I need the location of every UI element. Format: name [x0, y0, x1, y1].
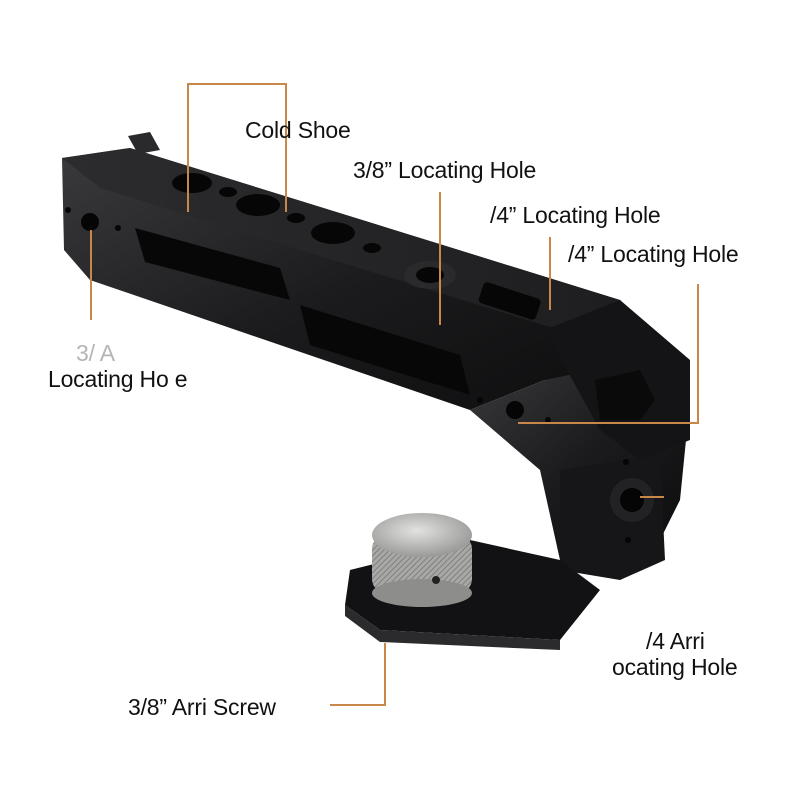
arri-screw-label: 3/8” Arri Screw: [128, 694, 276, 720]
left-locating-hole-line2: Locating Ho e: [48, 366, 188, 392]
top-14-locating-hole-label-b: /4” Locating Hole: [568, 241, 739, 267]
top-38-locating-hole-label: 3/8” Locating Hole: [353, 157, 537, 183]
left-locating-hole-line1: 3/ A: [76, 340, 115, 366]
leader-lines: [90, 83, 699, 706]
arri-locating-hole-label: /4 Arri ocating Hole: [612, 628, 738, 680]
top-holes: [172, 173, 541, 320]
side-holes: [65, 207, 655, 543]
top-14-locating-hole-label-a: /4” Locating Hole: [490, 202, 661, 228]
cold-shoe-label: Cold Shoe: [245, 117, 351, 143]
arri-locating-hole-line2: ocating Hole: [612, 654, 738, 680]
arri-screw-knob: [372, 513, 472, 607]
arri-locating-hole-line1: /4 Arri: [646, 628, 705, 654]
left-locating-hole-label: 3/ A Locating Ho e: [48, 340, 188, 392]
side-slots: [135, 228, 470, 395]
